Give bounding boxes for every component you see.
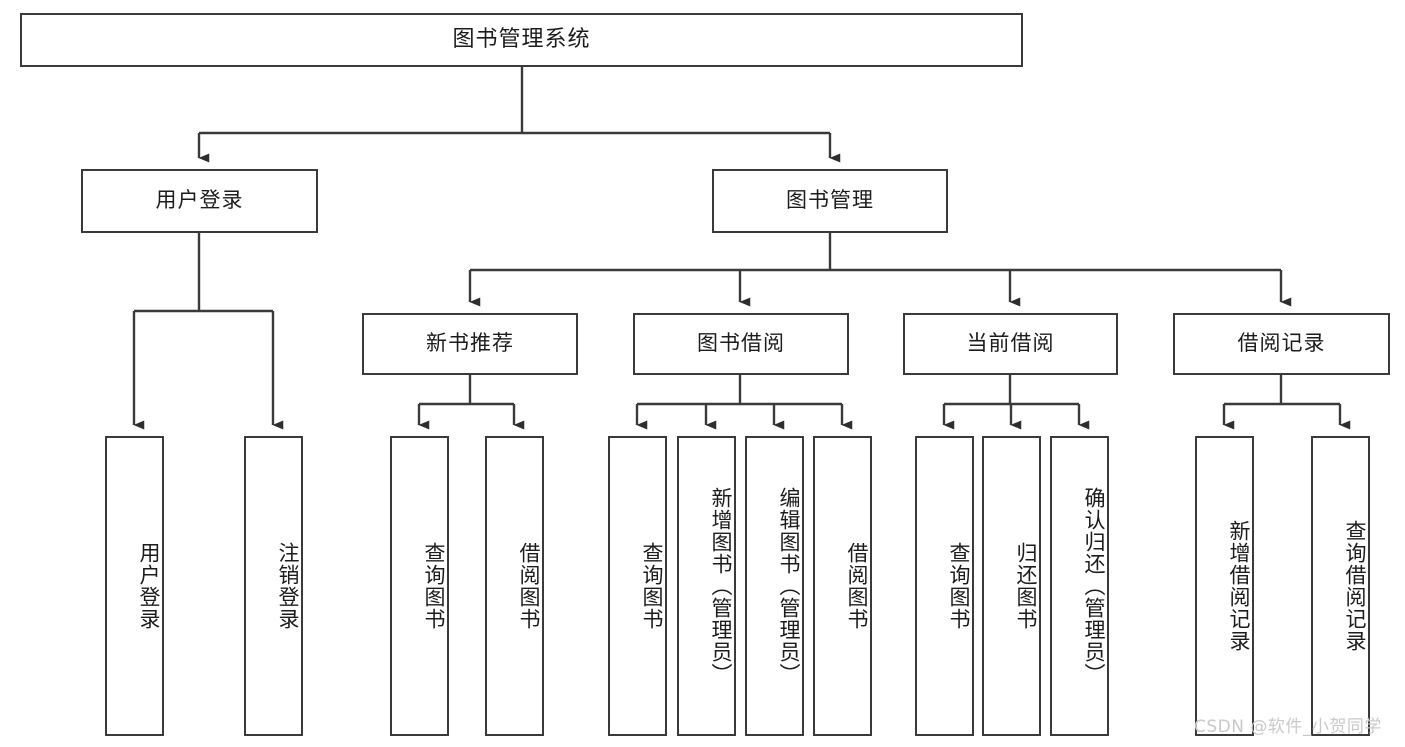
node-leaf-borrow-book-2[interactable]: 借阅图书	[813, 436, 872, 736]
node-leaf-edit-book[interactable]: 编辑图书（管理员）	[745, 436, 804, 736]
node-book-management[interactable]: 图书管理	[712, 169, 948, 233]
node-borrow-record[interactable]: 借阅记录	[1173, 313, 1390, 375]
node-leaf-add-book[interactable]: 新增图书（管理员）	[677, 436, 736, 736]
node-leaf-user-login[interactable]: 用户登录	[105, 436, 164, 736]
node-leaf-logout-login[interactable]: 注销登录	[244, 436, 303, 736]
node-leaf-return-book[interactable]: 归还图书	[982, 436, 1041, 736]
node-leaf-borrow-book-1[interactable]: 借阅图书	[485, 436, 544, 736]
node-root-system[interactable]: 图书管理系统	[20, 13, 1023, 67]
node-user-login[interactable]: 用户登录	[81, 169, 318, 233]
node-leaf-add-record[interactable]: 新增借阅记录	[1195, 436, 1254, 736]
node-book-borrow[interactable]: 图书借阅	[633, 313, 849, 375]
node-leaf-query-record[interactable]: 查询借阅记录	[1311, 436, 1370, 736]
node-current-borrow[interactable]: 当前借阅	[903, 313, 1118, 375]
watermark-credit: CSDN @软件_小贺同学	[1194, 717, 1382, 737]
node-new-book-recommend[interactable]: 新书推荐	[362, 313, 578, 375]
node-leaf-query-book-3[interactable]: 查询图书	[915, 436, 974, 736]
node-leaf-confirm-return[interactable]: 确认归还（管理员）	[1050, 436, 1109, 736]
node-leaf-query-book-2[interactable]: 查询图书	[608, 436, 667, 736]
node-leaf-query-book-1[interactable]: 查询图书	[390, 436, 449, 736]
